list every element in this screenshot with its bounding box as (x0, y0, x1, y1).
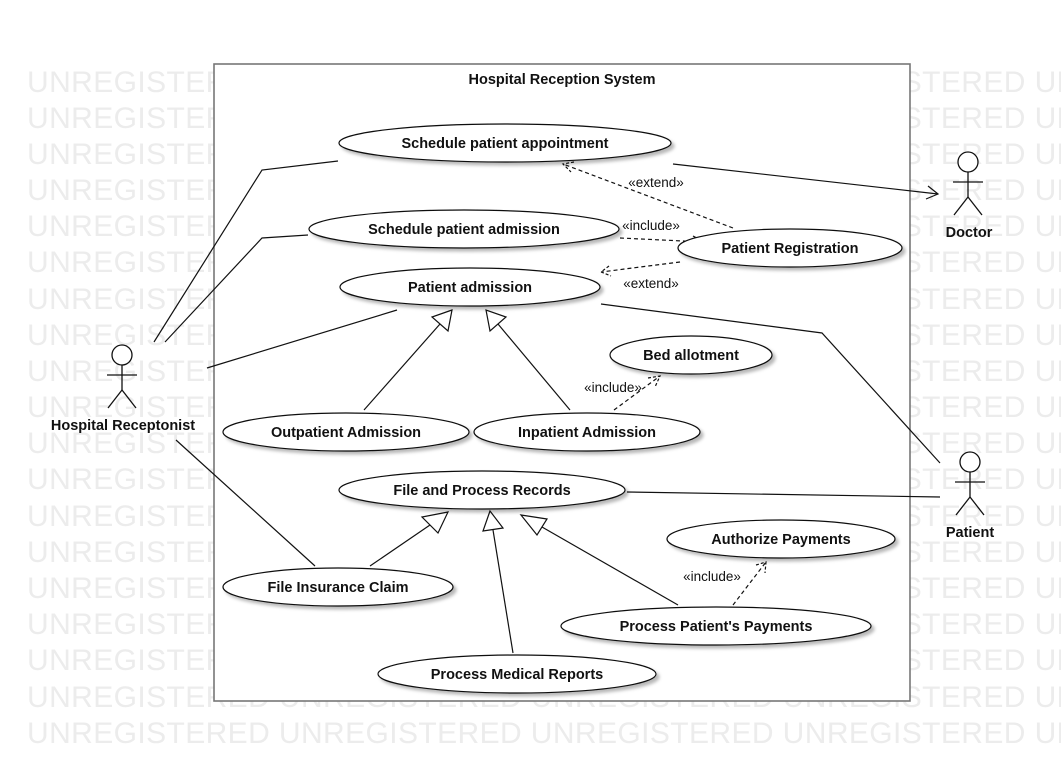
dependency-extend-appointment (562, 163, 734, 229)
use-case-process-medical-reports[interactable] (377, 654, 657, 694)
generalization-outpatient (363, 323, 441, 411)
actor-receptionist-label: Hospital Receptonist (51, 418, 195, 434)
use-case-label: Process Medical Reports (431, 667, 603, 683)
generalization-inpatient (497, 323, 571, 411)
use-case-outpatient-admission[interactable] (222, 412, 470, 452)
dependency-arrowhead (647, 375, 662, 388)
use-case-label: Process Patient's Payments (620, 619, 813, 635)
actor-receptionist-figure[interactable] (107, 344, 137, 409)
use-case-label: File Insurance Claim (267, 580, 408, 596)
association-appointment-doctor (672, 163, 939, 195)
use-case-label: Bed allotment (643, 348, 739, 364)
association-records-patient (626, 491, 941, 498)
dependency-include-authorize (732, 561, 767, 606)
dependency-extend-admission (600, 261, 681, 273)
dependency-include-bed (613, 375, 661, 411)
association-receptionist-insurance-claim (175, 439, 316, 567)
actor-patient-label: Patient (946, 525, 995, 541)
extend-label: «extend» (628, 175, 684, 190)
association-admission-patient (600, 303, 941, 464)
use-case-process-payments[interactable] (560, 606, 872, 646)
include-label: «include» (584, 380, 642, 395)
include-label: «include» (622, 218, 680, 233)
actor-doctor-label: Doctor (946, 225, 993, 241)
use-case-label: Patient Registration (722, 241, 859, 257)
use-case-label: Patient admission (408, 280, 532, 296)
generalization-arrowhead (420, 511, 450, 535)
dependency-arrowhead (561, 161, 575, 173)
generalization-arrowhead (430, 309, 453, 333)
association-receptionist-admission-schedule (164, 234, 309, 343)
use-case-inpatient-admission[interactable] (473, 412, 701, 452)
use-case-bed-allotment[interactable] (609, 335, 773, 375)
use-case-authorize-payments[interactable] (666, 519, 896, 559)
use-case-schedule-admission[interactable] (308, 209, 620, 249)
use-case-label: Authorize Payments (711, 532, 850, 548)
use-case-label: Schedule patient admission (368, 222, 560, 238)
generalization-arrowhead (519, 514, 548, 537)
use-case-label: File and Process Records (393, 483, 570, 499)
extend-label: «extend» (623, 276, 679, 291)
use-case-file-insurance-claim[interactable] (222, 567, 454, 607)
watermark-line: UNREGISTERED UNREGISTERED UNREGISTERED U… (27, 717, 1061, 750)
use-case-label: Inpatient Admission (518, 425, 656, 441)
system-title: Hospital Reception System (469, 72, 656, 88)
use-case-patient-registration[interactable] (677, 228, 903, 268)
actor-patient-figure[interactable] (955, 451, 985, 516)
association-receptionist-patient-admission (206, 309, 398, 369)
dependency-arrowhead (755, 561, 767, 574)
generalization-payments (541, 526, 679, 606)
generalization-arrowhead (482, 509, 505, 532)
use-case-schedule-appointment[interactable] (338, 123, 672, 163)
actor-doctor-figure[interactable] (953, 151, 983, 216)
use-case-patient-admission[interactable] (339, 267, 601, 307)
use-case-label: Outpatient Admission (271, 425, 421, 441)
generalization-medical-reports (492, 529, 514, 654)
association-arrowhead (925, 185, 940, 200)
dependency-arrowhead (599, 265, 612, 277)
use-case-label: Schedule patient appointment (401, 136, 608, 152)
association-receptionist-appointment (153, 160, 339, 343)
include-label: «include» (683, 569, 741, 584)
generalization-arrowhead (485, 309, 508, 333)
generalization-insurance (369, 524, 431, 567)
use-case-file-process-records[interactable] (338, 470, 626, 510)
